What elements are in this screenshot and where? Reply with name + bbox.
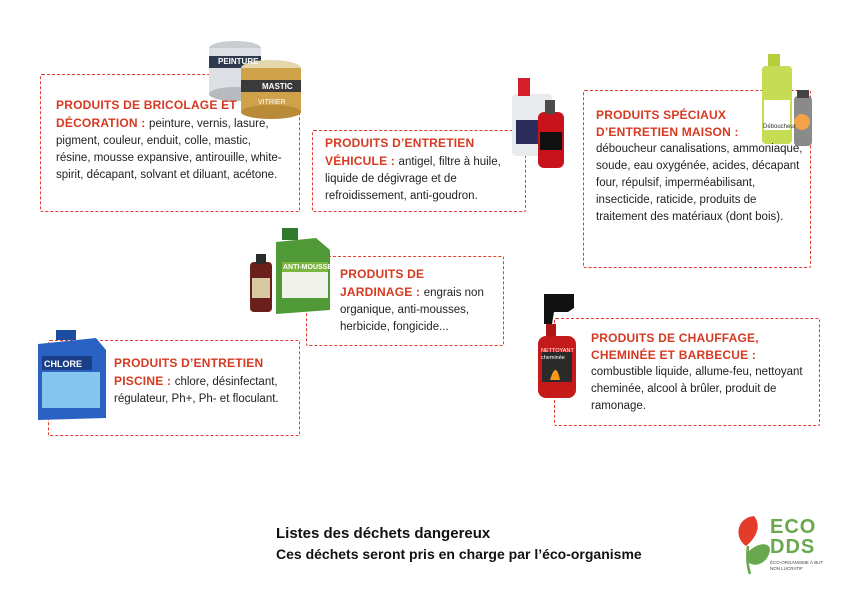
logo-dds: DDS xyxy=(770,536,816,558)
footer-subtitle: Ces déchets seront pris en charge par l’… xyxy=(276,546,642,562)
deboucheur-label: Déboucheur xyxy=(763,124,796,130)
nettoyant-label: NETTOYANT cheminée xyxy=(541,348,574,361)
vitrier-label: VITRIER xyxy=(258,99,286,106)
section-heading: PRODUITS SPÉCIAUX D’ENTRETIEN MAISON : xyxy=(596,108,739,139)
section-body: déboucheur canalisations, ammoniaque, so… xyxy=(596,143,803,223)
logo-tagline: ÉCO-ORGANISME À BUT NON LUCRATIF xyxy=(770,560,824,571)
mastic-label: MASTIC xyxy=(262,82,293,91)
logo-eco: ECO xyxy=(770,516,817,538)
section-jardinage: PRODUITS DE JARDINAGE : engrais non orga… xyxy=(340,266,500,336)
bubble-vehicule xyxy=(312,130,526,212)
car-products-image xyxy=(512,78,564,168)
section-body: antigel, filtre à huile, liquide de dégi… xyxy=(325,156,501,202)
chlore-label: CHLORE xyxy=(44,359,82,369)
bubble-chauffage xyxy=(554,318,820,426)
section-heading: PRODUITS D’ENTRETIEN PISCINE : xyxy=(114,356,264,388)
leaf-icon xyxy=(738,516,770,575)
section-piscine: PRODUITS D’ENTRETIEN PISCINE : chlore, d… xyxy=(114,355,294,408)
section-vehicule: PRODUITS D’ENTRETIEN VÉHICULE : antigel,… xyxy=(325,135,517,205)
bubble-jardinage xyxy=(306,256,504,346)
section-body: peinture, vernis, lasure, pigment, coule… xyxy=(56,118,282,181)
anti-mousses-label: ANTI-MOUSSES xyxy=(283,264,337,271)
ecodds-logo: ECO DDS ÉCO-ORGANISME À BUT NON LUCRATIF xyxy=(732,512,828,582)
section-body: chlore, désinfectant, régulateur, Ph+, P… xyxy=(114,376,279,405)
garden-products-image xyxy=(250,228,330,314)
footer-title: Listes des déchets dangereux xyxy=(276,525,491,542)
section-bricolage: PRODUITS DE BRICOLAGE ET DÉCORATION : pe… xyxy=(56,97,288,184)
household-products-image xyxy=(762,54,812,146)
chlore-container-image xyxy=(38,330,106,420)
section-body: engrais non organique, anti-mousses, her… xyxy=(340,287,484,333)
paint-cans-image xyxy=(209,41,301,119)
section-heading: PRODUITS DE JARDINAGE : xyxy=(340,267,425,299)
section-chauffage: PRODUITS DE CHAUFFAGE, CHEMINÉE ET BARBE… xyxy=(591,330,813,415)
peinture-label: PEINTURE xyxy=(218,57,259,66)
section-body: combustible liquide, allume-feu, nettoya… xyxy=(591,366,803,412)
section-heading: PRODUITS D’ENTRETIEN VÉHICULE : xyxy=(325,136,475,168)
section-heading: PRODUITS DE BRICOLAGE ET DÉCORATION : xyxy=(56,98,237,130)
section-heading: PRODUITS DE CHAUFFAGE, CHEMINÉE ET BARBE… xyxy=(591,331,759,362)
fireplace-cleaner-image xyxy=(538,294,576,398)
section-maison: PRODUITS SPÉCIAUX D’ENTRETIEN MAISON : d… xyxy=(596,107,806,226)
